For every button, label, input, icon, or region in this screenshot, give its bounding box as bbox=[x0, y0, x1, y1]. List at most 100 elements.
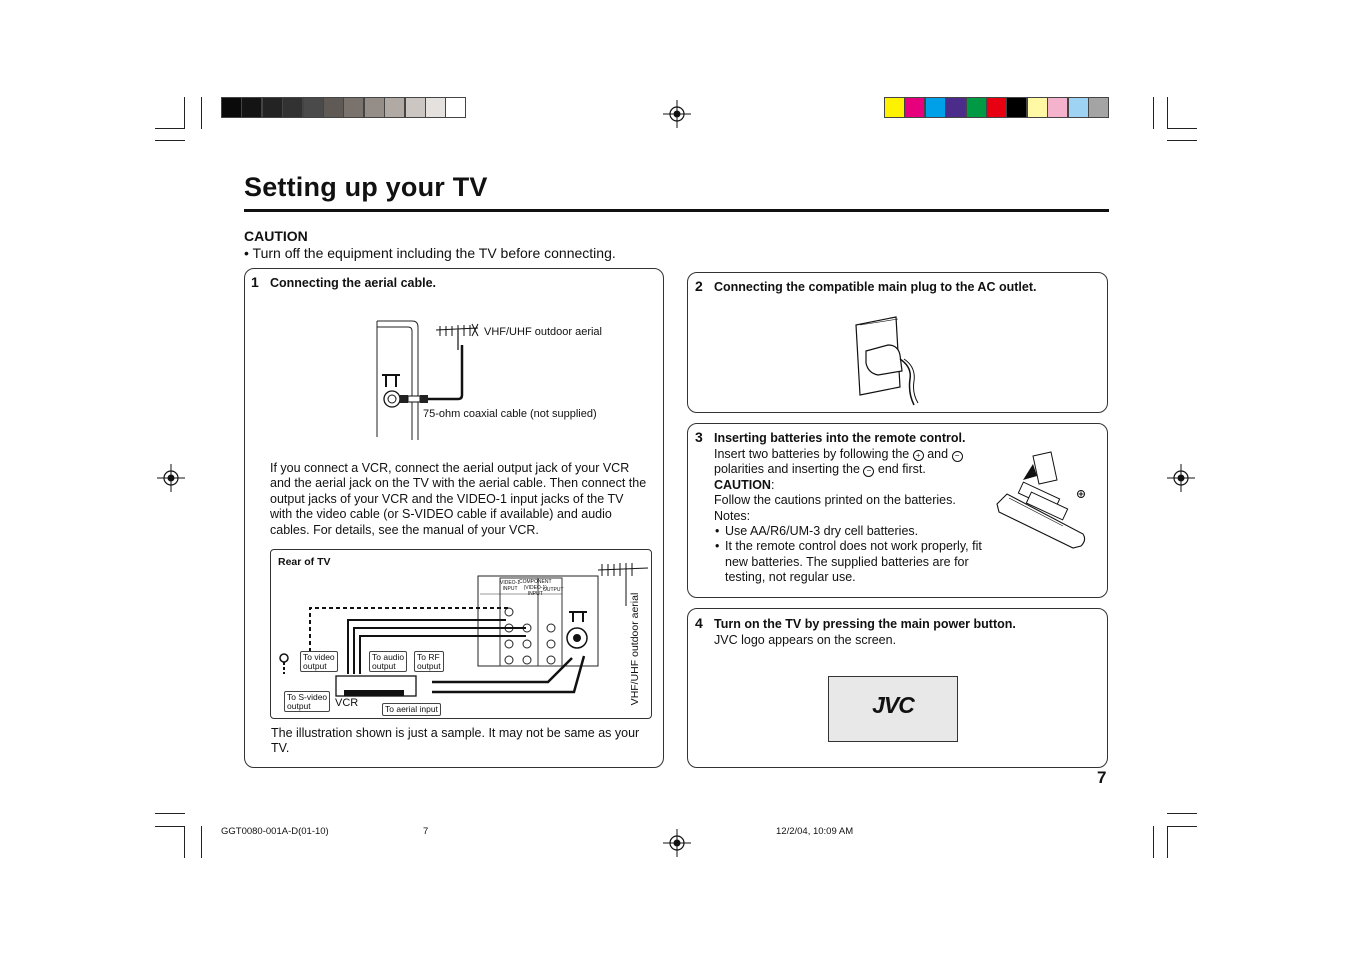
color-swatch bbox=[884, 97, 905, 118]
bullet-icon: • bbox=[715, 539, 720, 554]
crop-mark bbox=[1167, 826, 1197, 827]
aerial-connection-diagram bbox=[376, 320, 464, 440]
step3-caution-colon: : bbox=[770, 477, 775, 492]
crop-mark bbox=[155, 128, 185, 129]
tv-screen bbox=[828, 676, 958, 742]
step3-line1: Insert two batteries by following the + … bbox=[714, 447, 999, 462]
registration-mark-icon bbox=[663, 100, 691, 128]
step3-line1-b: and bbox=[923, 447, 952, 461]
antenna-symbol-icon bbox=[382, 374, 400, 387]
paragraph-line: If you connect a VCR, connect the aerial… bbox=[270, 461, 630, 475]
color-swatch bbox=[1067, 97, 1089, 118]
to-svideo-output-label: To S-video output bbox=[284, 691, 331, 712]
step2-heading: Connecting the compatible main plug to t… bbox=[714, 280, 1037, 294]
crop-mark bbox=[1167, 128, 1197, 129]
step1-note: The illustration shown is just a sample.… bbox=[271, 726, 661, 757]
minus-polarity-icon: − bbox=[863, 466, 875, 478]
bullet-icon: • bbox=[715, 524, 720, 539]
registration-mark-icon bbox=[1167, 464, 1195, 492]
rear-of-tv-diagram bbox=[270, 549, 652, 719]
step3-caution-text: Follow the cautions printed on the batte… bbox=[714, 493, 956, 508]
step1-heading: Connecting the aerial cable. bbox=[270, 276, 437, 290]
caution-text: • Turn off the equipment including the T… bbox=[244, 245, 616, 261]
video1-input-label: VIDEO-1 INPUT bbox=[500, 580, 521, 592]
step3-note1: • Use AA/R6/UM-3 dry cell batteries. bbox=[714, 524, 999, 539]
output-label: OUTPUT bbox=[543, 587, 564, 593]
title-rule bbox=[244, 209, 1109, 212]
step3-note2-line: testing, not regular use. bbox=[725, 570, 856, 585]
aerial-label: VHF/UHF outdoor aerial bbox=[484, 326, 602, 338]
component-input-label: COMPONENT (VIDEO-1) INPUT bbox=[519, 579, 552, 597]
registration-mark-icon bbox=[663, 829, 691, 857]
color-swatch bbox=[323, 97, 344, 118]
step3-number: 3 bbox=[695, 429, 703, 445]
remote-battery-icon bbox=[996, 451, 1086, 549]
color-swatch bbox=[282, 97, 304, 118]
crop-mark bbox=[155, 826, 185, 827]
color-swatch bbox=[343, 97, 365, 118]
step3-line2-b: end first. bbox=[874, 462, 926, 477]
step3-notes-heading: Notes: bbox=[714, 508, 751, 523]
crop-mark bbox=[1167, 140, 1197, 141]
color-swatch bbox=[1088, 97, 1109, 118]
step1-number: 1 bbox=[251, 274, 259, 290]
step4-text: JVC logo appears on the screen. bbox=[714, 633, 897, 647]
footer-code: GGT0080-001A-D(01-10) bbox=[221, 826, 329, 837]
footer-timestamp: 12/2/04, 10:09 AM bbox=[776, 826, 854, 837]
step3-heading: Inserting batteries into the remote cont… bbox=[714, 431, 966, 445]
paragraph-line: cables. For details, see the manual of y… bbox=[270, 522, 539, 537]
color-swatch bbox=[945, 97, 967, 118]
crop-mark bbox=[184, 826, 185, 858]
step3-body: Insert two batteries by following the + … bbox=[714, 447, 999, 586]
crop-mark bbox=[1167, 97, 1168, 129]
to-rf-output-label: To RF output bbox=[414, 651, 444, 672]
step4-number: 4 bbox=[695, 615, 703, 631]
color-swatch bbox=[1047, 97, 1069, 118]
crop-mark bbox=[1153, 826, 1154, 858]
crop-mark bbox=[1167, 813, 1197, 814]
color-swatch bbox=[425, 97, 446, 118]
coaxial-cable-label: 75-ohm coaxial cable (not supplied) bbox=[423, 408, 597, 420]
crop-mark bbox=[155, 813, 185, 814]
color-swatch bbox=[1006, 97, 1028, 118]
step4-heading: Turn on the TV by pressing the main powe… bbox=[714, 617, 1016, 631]
step3-line1-a: Insert two batteries by following the bbox=[714, 447, 913, 461]
ac-outlet-plug-icon bbox=[855, 316, 919, 406]
to-video-output-label: To video output bbox=[300, 651, 338, 672]
jvc-logo: JVC bbox=[872, 692, 915, 718]
crop-mark bbox=[201, 826, 202, 858]
vcr-connection-illustration bbox=[279, 563, 649, 697]
step1-paragraph: If you connect a VCR, connect the aerial… bbox=[270, 461, 660, 538]
step3-line2: polarities and inserting the − end first… bbox=[714, 462, 999, 478]
page-title: Setting up your TV bbox=[244, 172, 488, 202]
crop-mark bbox=[201, 97, 202, 129]
color-swatch bbox=[302, 97, 324, 118]
to-audio-output-label: To audio output bbox=[369, 651, 408, 672]
step3-caution-heading: CAUTION bbox=[714, 477, 771, 492]
color-swatch bbox=[241, 97, 263, 118]
step2-number: 2 bbox=[695, 278, 703, 294]
paragraph-line: with the video cable (or S-VIDEO cable i… bbox=[270, 507, 612, 522]
footer-page: 7 bbox=[423, 826, 429, 837]
page-number: 7 bbox=[1097, 768, 1107, 787]
step3-note2-line: new batteries. The supplied batteries ar… bbox=[725, 554, 969, 569]
crop-mark bbox=[1167, 826, 1168, 858]
crop-mark bbox=[1153, 97, 1154, 129]
aerial-antenna-icon bbox=[435, 323, 479, 350]
step3-note1-text: Use AA/R6/UM-3 dry cell batteries. bbox=[725, 524, 919, 539]
color-swatch bbox=[363, 97, 385, 118]
note-line: The illustration shown is just a sample.… bbox=[271, 726, 640, 740]
registration-mark-icon bbox=[157, 464, 185, 492]
color-swatch bbox=[924, 97, 946, 118]
aerial-vertical-label: VHF/UHF outdoor aerial bbox=[629, 592, 641, 706]
plus-polarity-icon: + bbox=[912, 450, 924, 461]
to-aerial-input-label: To aerial input bbox=[382, 703, 441, 716]
color-swatch bbox=[1026, 97, 1048, 118]
step3-caution: CAUTION: bbox=[714, 478, 999, 493]
minus-polarity-icon: − bbox=[951, 451, 963, 462]
paragraph-line: output jacks of your VCR and the VIDEO-1… bbox=[270, 491, 624, 506]
paragraph-line: and the aerial jack on the TV with the a… bbox=[270, 476, 647, 491]
caution-heading: CAUTION bbox=[244, 228, 308, 244]
color-swatch bbox=[986, 97, 1007, 118]
color-swatch bbox=[965, 97, 987, 118]
